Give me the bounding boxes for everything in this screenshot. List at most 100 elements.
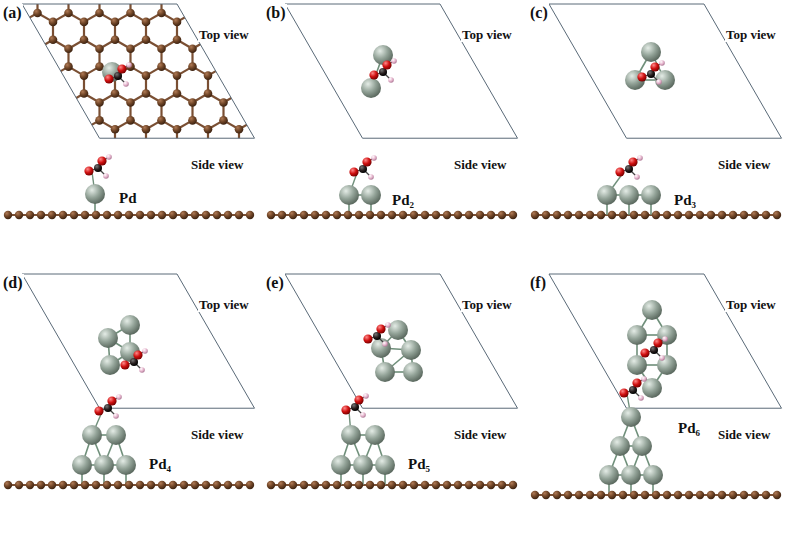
- carbon-atom: [343, 252, 352, 261]
- pd-atom: [627, 325, 647, 345]
- carbon-atom: [64, 44, 73, 53]
- carbon-atom: [358, 9, 367, 18]
- carbon-atom: [622, 62, 631, 71]
- graphene-bond: [533, 417, 549, 426]
- carbon-atom: [343, 143, 352, 152]
- graphene-bond: [627, 256, 643, 265]
- carbon-atom: [136, 481, 144, 489]
- carbon-atom: [389, 386, 398, 395]
- carbon-atom: [111, 288, 120, 297]
- carbon-atom: [142, 71, 151, 80]
- carbon-atom: [180, 481, 188, 489]
- carbon-atom: [235, 211, 243, 219]
- graphene-bond: [766, 417, 782, 426]
- molecule-atom: [634, 174, 640, 180]
- graphene-bond: [454, 102, 456, 120]
- graphene-bond: [69, 120, 85, 129]
- carbon-atom: [188, 314, 197, 323]
- graphene-bond: [689, 13, 705, 22]
- graphene-bond: [518, 147, 534, 156]
- carbon-atom: [420, 314, 429, 323]
- carbon-atom: [498, 125, 507, 134]
- graphene-bond: [21, 292, 23, 310]
- carbon-atom: [49, 288, 58, 297]
- pd-atom: [619, 185, 639, 205]
- carbon-atom: [343, 288, 352, 297]
- carbon-atom: [420, 261, 429, 270]
- carbon-atom: [436, 35, 445, 44]
- carbon-atom: [343, 71, 352, 80]
- carbon-atom: [111, 18, 120, 27]
- graphene-bond: [627, 147, 643, 156]
- view-label: Side view: [717, 428, 771, 442]
- carbon-atom: [482, 332, 491, 341]
- graphene-bond: [239, 147, 255, 156]
- graphene-bond: [658, 93, 674, 102]
- graphene-bond: [146, 390, 162, 399]
- carbon-atom: [544, 152, 553, 161]
- carbon-atom: [358, 62, 367, 71]
- graphene-bond: [766, 93, 782, 102]
- graphene-bond: [363, 417, 379, 426]
- carbon-atom: [777, 386, 786, 395]
- graphene-bond: [487, 390, 503, 399]
- graphene-bond: [471, 147, 487, 156]
- carbon-atom: [327, 116, 336, 125]
- carbon-atom: [513, 152, 522, 161]
- carbon-atom: [740, 211, 748, 219]
- graphene-bond: [454, 319, 456, 337]
- carbon-atom: [622, 314, 631, 323]
- carbon-atom: [432, 481, 440, 489]
- graphene-bond: [565, 93, 581, 102]
- carbon-atom: [204, 341, 213, 350]
- carbon-atom: [498, 89, 507, 98]
- graphene-bond: [425, 256, 441, 265]
- graphene-bond: [456, 67, 472, 76]
- graphene-bond: [704, 120, 720, 129]
- carbon-atom: [586, 491, 594, 499]
- carbon-atom: [103, 211, 111, 219]
- carbon-atom: [374, 252, 383, 261]
- graphene-bond: [580, 283, 596, 292]
- carbon-atom: [281, 305, 290, 314]
- graphene-bond: [208, 363, 224, 372]
- carbon-atom: [111, 125, 120, 134]
- graphene-bond: [425, 337, 441, 346]
- graphene-bond: [673, 147, 689, 156]
- graphene-bond: [347, 40, 363, 49]
- graphene-bond: [534, 310, 550, 319]
- graphene-bond: [765, 346, 767, 364]
- carbon-atom: [147, 481, 155, 489]
- carbon-atom: [482, 314, 491, 323]
- graphene-bond: [720, 13, 736, 22]
- carbon-atom: [451, 9, 460, 18]
- graphene-bond: [658, 256, 674, 265]
- carbon-atom: [513, 368, 522, 377]
- carbon-atom: [420, 422, 429, 431]
- carbon-atom: [169, 481, 177, 489]
- carbon-atom: [560, 279, 569, 288]
- graphene-bond: [704, 363, 720, 372]
- carbon-atom: [250, 368, 259, 377]
- graphene-bond: [193, 283, 209, 292]
- carbon-atom: [405, 125, 414, 134]
- carbon-atom: [173, 305, 182, 314]
- graphene-bond: [363, 147, 379, 156]
- graphene-bond: [316, 40, 332, 49]
- carbon-atom: [498, 341, 507, 350]
- graphene-bond: [146, 256, 162, 265]
- carbon-atom: [436, 18, 445, 27]
- carbon-atom: [553, 211, 561, 219]
- graphene-bond: [487, 147, 503, 156]
- carbon-atom: [405, 35, 414, 44]
- carbon-atom: [731, 125, 740, 134]
- graphene-bond: [610, 292, 612, 310]
- graphene-bond: [549, 40, 565, 49]
- carbon-atom: [33, 261, 42, 270]
- graphene-bond: [611, 256, 627, 265]
- carbon-atom: [157, 62, 166, 71]
- carbon-atom: [126, 386, 135, 395]
- graphene-bond: [254, 256, 270, 265]
- carbon-atom: [250, 152, 259, 161]
- carbon-atom: [80, 89, 89, 98]
